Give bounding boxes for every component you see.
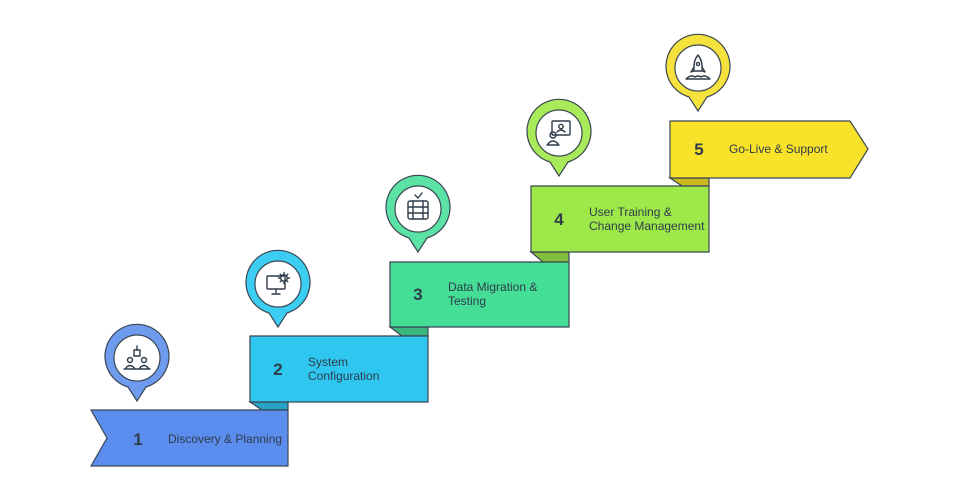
step-1-label: Discovery & Planning [168,432,282,446]
step-4: 4 User Training & Change Management [530,185,710,253]
pin-4 [526,98,592,178]
step-3-label-line-1: Data Migration & [448,280,537,294]
pin-1 [104,323,170,403]
step-4-number: 4 [554,210,564,229]
step-5: 5 Go-Live & Support [669,120,869,179]
connector-flap-3 [529,251,570,263]
step-1-label-line-1: Discovery & Planning [168,432,282,446]
database-check-icon [407,192,429,220]
step-4-label: User Training & Change Management [589,205,705,233]
step-1-number: 1 [133,430,142,449]
step-5-label: Go-Live & Support [729,142,828,156]
connector-flap-4 [668,177,710,187]
presentation-user-icon [546,120,571,146]
step-3: 3 Data Migration & Testing [389,261,570,328]
step-2: 2 System Configuration [249,335,429,403]
step-5-block [669,120,869,179]
step-1-block [89,409,289,467]
team-planning-icon [123,345,151,370]
step-4-label-line-2: Change Management [589,219,705,233]
step-5-number: 5 [694,140,703,159]
step-4-label-line-1: User Training & [589,205,672,219]
pin-2 [245,249,311,329]
step-3-number: 3 [413,285,422,304]
step-3-label-line-2: Testing [448,294,486,308]
connector-flap-2 [388,326,429,337]
monitor-gear-icon [266,271,291,295]
step-3-block [389,261,570,328]
step-2-label-line-1: System [308,355,348,369]
step-2-label-line-2: Configuration [308,369,379,383]
step-3-label: Data Migration & Testing [448,280,541,308]
rocket-launch-icon [685,54,711,80]
step-1: 1 Discovery & Planning [89,409,289,467]
step-2-number: 2 [273,360,282,379]
step-4-block [530,185,710,253]
pin-5 [665,33,731,113]
step-pins [104,33,731,403]
step-2-block [249,335,429,403]
step-5-label-line-1: Go-Live & Support [729,142,828,156]
step-2-label: System Configuration [308,355,379,383]
connector-flap-1 [248,401,289,411]
pin-3 [385,174,451,254]
